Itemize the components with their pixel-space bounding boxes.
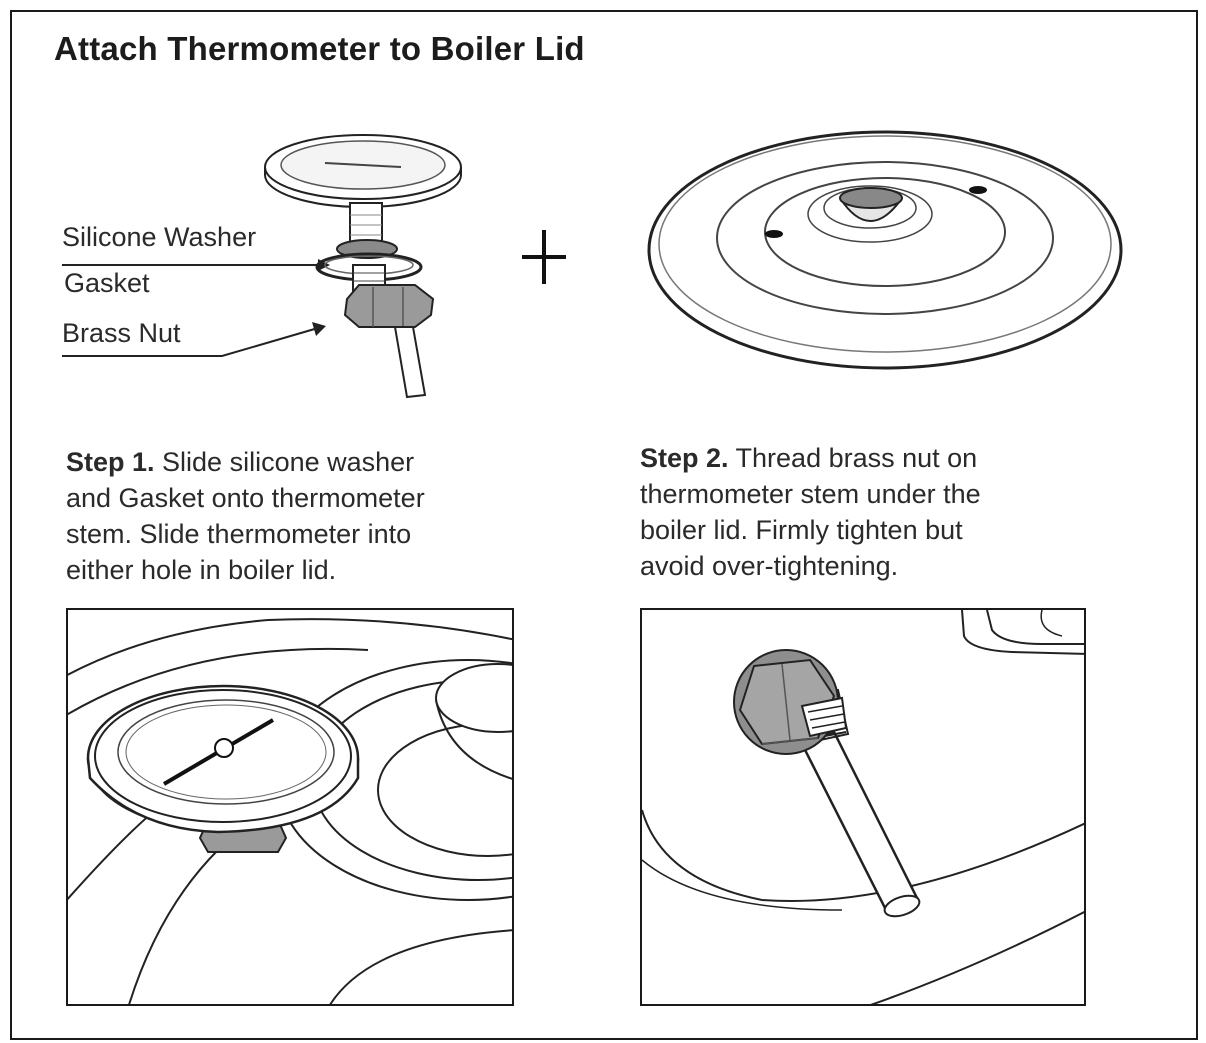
thermometer-illustration <box>264 134 462 399</box>
step-1-line-1: Slide silicone washer <box>154 447 415 477</box>
step-1-text: Step 1. Slide silicone washer and Gasket… <box>66 444 425 588</box>
step-1-illustration-panel <box>66 608 514 1006</box>
step-2-line-4: avoid over-tightening. <box>640 551 899 581</box>
step-2-label: Step 2. <box>640 443 729 473</box>
step-1-illustration <box>68 618 512 1004</box>
step-2-text: Step 2. Thread brass nut on thermometer … <box>640 440 981 584</box>
figure-frame <box>10 10 1198 1040</box>
step-1-line-2: and Gasket onto thermometer <box>66 483 425 513</box>
step-2-line-2: thermometer stem under the <box>640 479 981 509</box>
plus-icon <box>522 230 566 284</box>
step-2-line-1: Thread brass nut on <box>728 443 978 473</box>
step-2-illustration-panel <box>640 608 1086 1006</box>
gasket-label: Gasket <box>64 268 150 298</box>
step-1-line-4: either hole in boiler lid. <box>66 555 337 585</box>
silicone-washer-label: Silicone Washer <box>62 222 257 252</box>
brass-nut-label: Brass Nut <box>62 318 181 348</box>
boiler-lid-illustration <box>647 130 1123 370</box>
step-2-illustration <box>642 610 1084 1004</box>
step-1-label: Step 1. <box>66 447 155 477</box>
step-2-line-3: boiler lid. Firmly tighten but <box>640 515 963 545</box>
page-title: Attach Thermometer to Boiler Lid <box>54 30 585 67</box>
step-1-line-3: stem. Slide thermometer into <box>66 519 412 549</box>
